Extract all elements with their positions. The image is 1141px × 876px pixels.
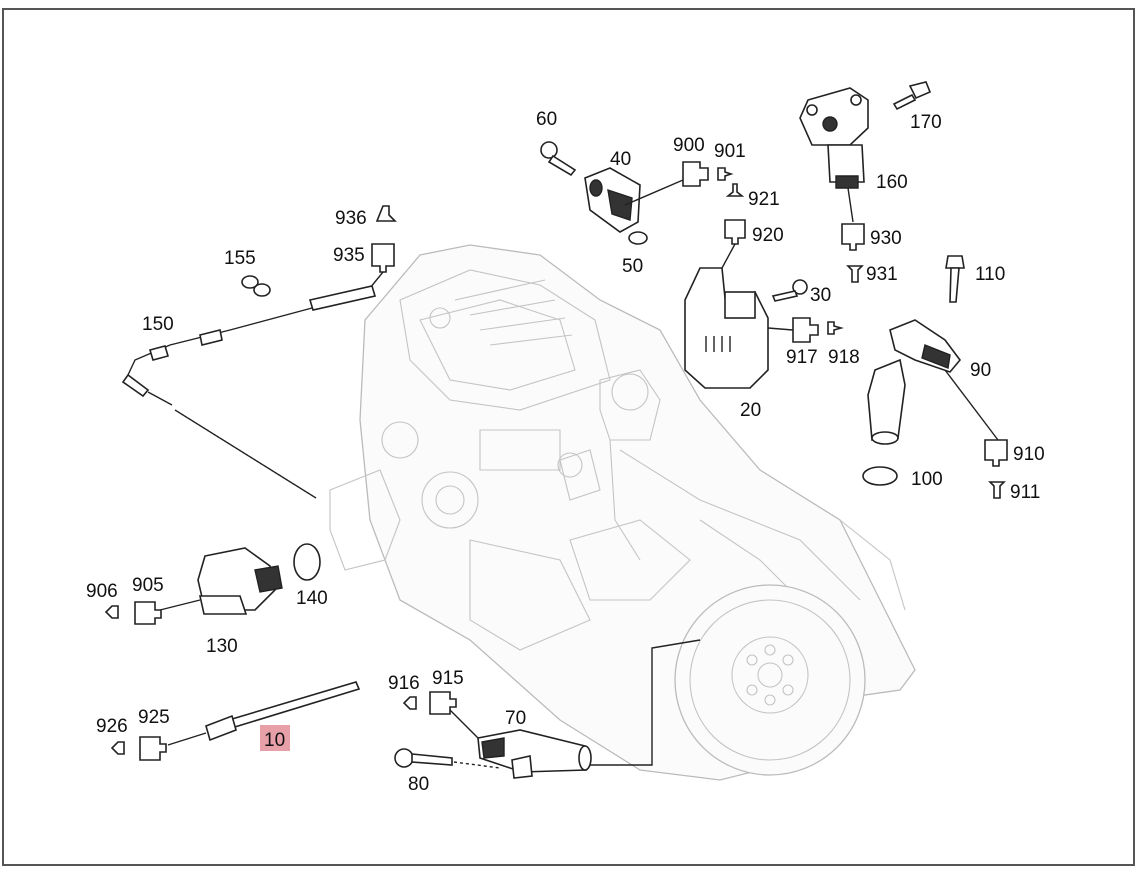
callout-140[interactable]: 140 bbox=[296, 588, 328, 609]
callout-150[interactable]: 150 bbox=[142, 314, 174, 335]
bolt-60 bbox=[540, 141, 577, 177]
connector-915 bbox=[402, 691, 479, 739]
callout-918[interactable]: 918 bbox=[828, 347, 860, 368]
callout-931[interactable]: 931 bbox=[866, 264, 898, 285]
callout-50[interactable]: 50 bbox=[622, 256, 643, 277]
callout-920[interactable]: 920 bbox=[752, 225, 784, 246]
callout-170[interactable]: 170 bbox=[910, 112, 942, 133]
sensor-40 bbox=[584, 167, 641, 233]
callout-926[interactable]: 926 bbox=[96, 716, 128, 737]
sensor-70 bbox=[477, 639, 701, 779]
callout-110[interactable]: 110 bbox=[975, 264, 1005, 285]
sensor-160 bbox=[799, 87, 869, 223]
seal-140 bbox=[293, 543, 321, 581]
callout-60[interactable]: 60 bbox=[536, 109, 557, 130]
bolt-80 bbox=[394, 748, 501, 769]
callout-936[interactable]: 936 bbox=[335, 208, 367, 229]
connector-920 bbox=[721, 183, 746, 269]
sensor-cable-150 bbox=[121, 285, 377, 499]
callout-40[interactable]: 40 bbox=[610, 149, 631, 170]
sensor-90 bbox=[867, 319, 999, 445]
bolt-30 bbox=[771, 279, 808, 302]
callout-155[interactable]: 155 bbox=[224, 248, 256, 269]
callout-70[interactable]: 70 bbox=[505, 708, 526, 729]
callout-labels: 10 20 30 40 50 60 70 80 90 100 110 130 1… bbox=[86, 109, 1045, 795]
bolt-110 bbox=[945, 255, 965, 303]
callout-80[interactable]: 80 bbox=[408, 774, 429, 795]
clip-155 bbox=[241, 275, 271, 297]
callout-915[interactable]: 915 bbox=[432, 668, 464, 689]
callout-910[interactable]: 910 bbox=[1013, 444, 1045, 465]
control-unit-20 bbox=[684, 267, 769, 389]
callout-911[interactable]: 911 bbox=[1010, 482, 1040, 503]
connector-917 bbox=[767, 317, 844, 343]
callout-917[interactable]: 917 bbox=[786, 347, 818, 368]
connector-905 bbox=[104, 601, 162, 625]
callout-160[interactable]: 160 bbox=[876, 172, 908, 193]
callout-901[interactable]: 901 bbox=[714, 141, 746, 162]
connector-925 bbox=[110, 736, 167, 761]
callout-100[interactable]: 100 bbox=[911, 469, 943, 490]
sensor-130 bbox=[159, 547, 283, 615]
callout-900[interactable]: 900 bbox=[673, 135, 705, 156]
callout-10-highlight bbox=[260, 725, 290, 751]
callout-30[interactable]: 30 bbox=[810, 285, 831, 306]
screw-170 bbox=[892, 81, 932, 111]
connector-935 bbox=[369, 205, 397, 289]
callout-906[interactable]: 906 bbox=[86, 581, 118, 602]
callout-916[interactable]: 916 bbox=[388, 673, 420, 694]
callout-20[interactable]: 20 bbox=[740, 400, 761, 421]
callout-90[interactable]: 90 bbox=[970, 360, 991, 381]
seal-100 bbox=[862, 466, 898, 486]
callout-930[interactable]: 930 bbox=[870, 228, 902, 249]
connector-930 bbox=[841, 223, 865, 283]
callout-935[interactable]: 935 bbox=[333, 245, 365, 266]
seal-50 bbox=[628, 231, 648, 245]
engine-block bbox=[329, 244, 916, 781]
glow-plug-10 bbox=[167, 681, 361, 746]
callout-925[interactable]: 925 bbox=[138, 707, 170, 728]
callout-130[interactable]: 130 bbox=[206, 636, 238, 657]
callout-905[interactable]: 905 bbox=[132, 575, 164, 596]
callout-921[interactable]: 921 bbox=[748, 189, 780, 210]
connector-900 bbox=[624, 161, 734, 206]
connector-910 bbox=[984, 439, 1008, 499]
callout-10[interactable]: 10 bbox=[264, 730, 285, 751]
